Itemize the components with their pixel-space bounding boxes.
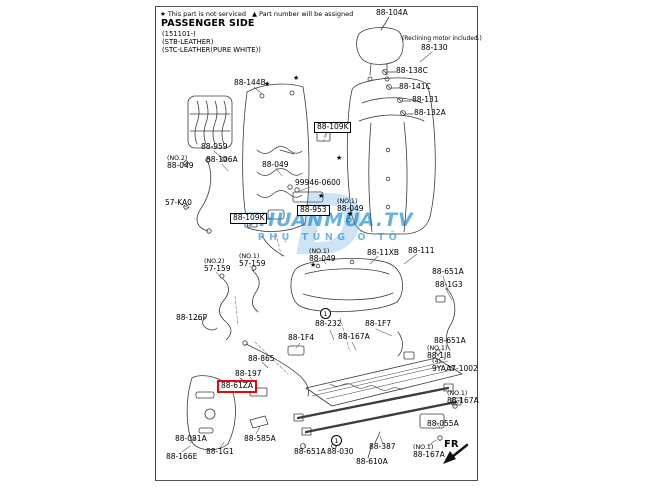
page-title: PASSENGER SIDE — [161, 18, 255, 29]
side-bracket-drawing — [397, 287, 456, 371]
release-cable-drawing — [239, 340, 309, 397]
side-shield-drawing — [186, 375, 269, 451]
seatback-frame-drawing — [242, 83, 310, 232]
leader-lines — [181, 51, 461, 453]
triangle-symbol: ▲ — [252, 10, 257, 18]
legend-part-number-assigned: ▲Part number will be assigned — [252, 10, 353, 18]
legend-not-serviced: ★This part is not serviced — [160, 10, 246, 18]
cushion-drawing — [290, 258, 403, 313]
subtitle-date-range: (151101-) — [162, 30, 196, 38]
headrest-drawing — [356, 16, 404, 82]
seatback-cover-drawing — [346, 77, 436, 235]
star-symbol: ★ — [160, 10, 166, 18]
legend-part-number-assigned-text: Part number will be assigned — [259, 10, 354, 18]
wire-harness-drawing — [202, 265, 260, 341]
seat-track-drawing — [293, 357, 463, 459]
subtitle-trim-1: (STB-LEATHER) — [162, 38, 214, 46]
subtitle-trim-2: (STC-LEATHER(PURE WHITE)) — [162, 46, 261, 54]
screw-icons-right — [382, 69, 414, 116]
fr-direction-label: FR — [444, 439, 459, 450]
legend-not-serviced-text: This part is not serviced — [167, 10, 246, 18]
recliner-mech-drawing — [244, 131, 352, 257]
diagram-border — [155, 6, 478, 481]
fr-arrow — [443, 443, 469, 464]
left-cable-drawing — [183, 157, 212, 234]
lumbar-mat-drawing — [187, 95, 233, 162]
